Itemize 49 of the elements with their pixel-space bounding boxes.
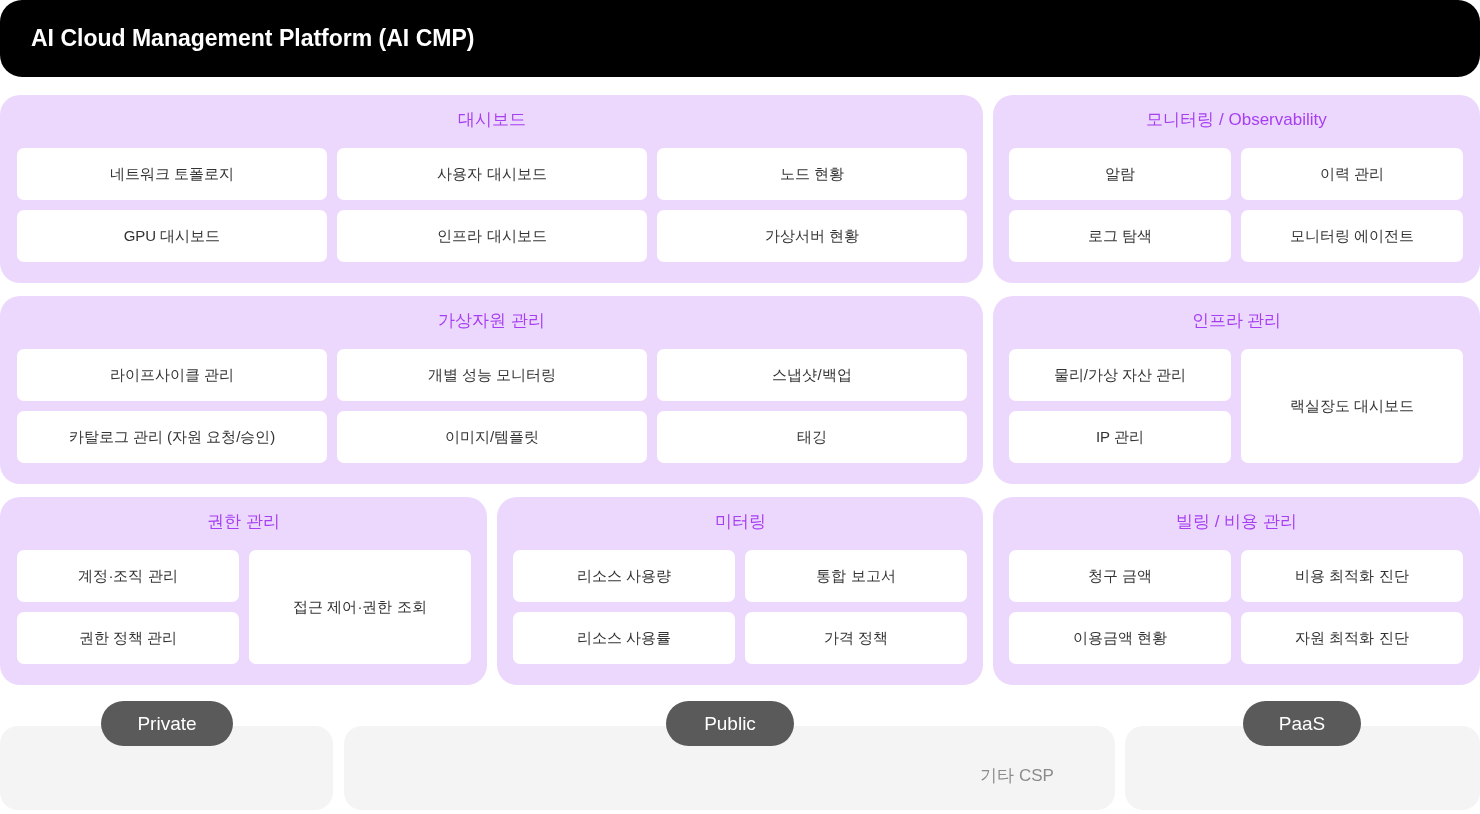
feature-box: 이미지/템플릿 bbox=[337, 411, 647, 463]
feature-box: 접근 제어·권한 조회 bbox=[249, 550, 471, 664]
feature-box: 랙실장도 대시보드 bbox=[1241, 349, 1463, 463]
feature-box: 가격 정책 bbox=[745, 612, 967, 664]
feature-box: 가상서버 현황 bbox=[657, 210, 967, 262]
feature-box: 권한 정책 관리 bbox=[17, 612, 239, 664]
feature-box: 통합 보고서 bbox=[745, 550, 967, 602]
feature-box: 스냅샷/백업 bbox=[657, 349, 967, 401]
feature-box: 태깅 bbox=[657, 411, 967, 463]
feature-box: 이력 관리 bbox=[1241, 148, 1463, 200]
category-badge: PaaS bbox=[1243, 701, 1361, 746]
feature-box: 리소스 사용량 bbox=[513, 550, 735, 602]
feature-box: 계정·조직 관리 bbox=[17, 550, 239, 602]
feature-box: IP 관리 bbox=[1009, 411, 1231, 463]
category-badge: Public bbox=[666, 701, 794, 746]
section-panel bbox=[993, 95, 1480, 283]
feature-box: 리소스 사용률 bbox=[513, 612, 735, 664]
section-panel bbox=[0, 296, 983, 484]
section-panel bbox=[497, 497, 983, 685]
section-heading: 가상자원 관리 bbox=[438, 310, 545, 332]
title: AI Cloud Management Platform (AI CMP) bbox=[31, 24, 475, 53]
section-panel bbox=[993, 296, 1480, 484]
section-heading: 대시보드 bbox=[457, 109, 526, 131]
feature-box: 카탈로그 관리 (자원 요청/승인) bbox=[17, 411, 327, 463]
section-panel bbox=[993, 497, 1480, 685]
section-panel bbox=[0, 497, 487, 685]
feature-box: 라이프사이클 관리 bbox=[17, 349, 327, 401]
section-heading: 미터링 bbox=[714, 511, 766, 533]
feature-box: 자원 최적화 진단 bbox=[1241, 612, 1463, 664]
feature-box: 사용자 대시보드 bbox=[337, 148, 647, 200]
section-heading: 권한 관리 bbox=[207, 511, 280, 533]
feature-box: 청구 금액 bbox=[1009, 550, 1231, 602]
section-heading: 인프라 관리 bbox=[1191, 310, 1282, 332]
feature-box: 물리/가상 자산 관리 bbox=[1009, 349, 1231, 401]
feature-box: 네트워크 토폴로지 bbox=[17, 148, 327, 200]
feature-box: 모니터링 에이전트 bbox=[1241, 210, 1463, 262]
section-heading: 모니터링 / Observability bbox=[1146, 109, 1327, 131]
section-panel bbox=[0, 95, 983, 283]
feature-box: 이용금액 현황 bbox=[1009, 612, 1231, 664]
feature-box: 알람 bbox=[1009, 148, 1231, 200]
feature-box: 비용 최적화 진단 bbox=[1241, 550, 1463, 602]
section-heading: 빌링 / 비용 관리 bbox=[1176, 511, 1297, 533]
feature-box: 노드 현황 bbox=[657, 148, 967, 200]
feature-box: 로그 탐색 bbox=[1009, 210, 1231, 262]
feature-box: 개별 성능 모니터링 bbox=[337, 349, 647, 401]
category-badge: Private bbox=[101, 701, 233, 746]
feature-box: 인프라 대시보드 bbox=[337, 210, 647, 262]
feature-box: GPU 대시보드 bbox=[17, 210, 327, 262]
provider-name: 기타 CSP bbox=[980, 765, 1054, 787]
